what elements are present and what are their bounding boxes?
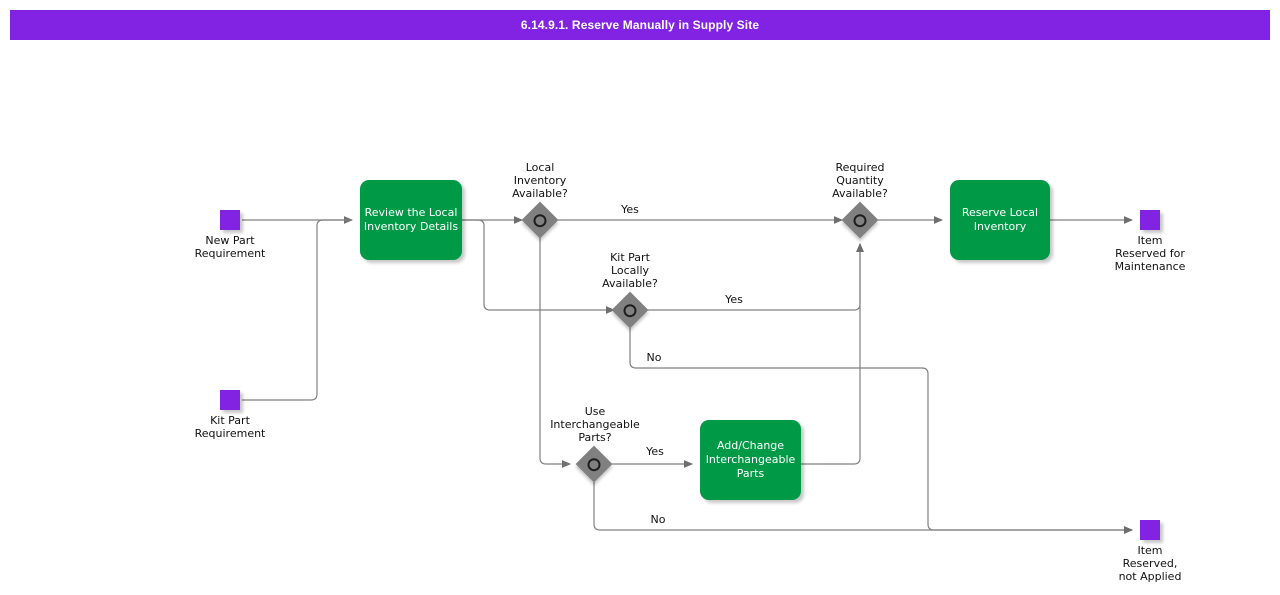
task-reserve-local-inventory[interactable]: Reserve Local Inventory [950,180,1050,260]
start-event-new-part-requirement[interactable] [220,210,240,230]
gateway-inclusive-icon [623,303,637,317]
flow-label-interchangeable-no: No [650,513,666,526]
edge-interchangeable-task-up [801,243,864,465]
flow-label-interchangeable-yes: Yes [646,445,664,458]
gateway-kit-part-locally-available[interactable] [611,291,649,329]
page-title: 6.14.9.1. Reserve Manually in Supply Sit… [10,10,1270,40]
gateway-required-quantity-available[interactable] [841,201,879,239]
end-event-item-reserved-for-maintenance-label: Item Reserved for Maintenance [1114,234,1186,273]
flow-label-kit-part-yes: Yes [725,293,743,306]
gateway-local-inventory-available-label: Local Inventory Available? [512,161,568,200]
start-event-new-part-requirement-label: New Part Requirement [194,234,266,260]
end-event-item-reserved-for-maintenance[interactable] [1140,210,1160,230]
flow-label-local-inventory-yes: Yes [621,203,639,216]
gateway-use-interchangeable-parts[interactable] [575,445,613,483]
gateway-inclusive-icon [533,213,547,227]
end-event-item-reserved-not-applied[interactable] [1140,520,1160,540]
start-event-kit-part-requirement[interactable] [220,390,240,410]
gateway-use-interchangeable-parts-label: Use Interchangeable Parts? [550,405,640,444]
gateway-required-quantity-available-label: Required Quantity Available? [832,161,888,200]
task-review-local-inventory-details[interactable]: Review the Local Inventory Details [360,180,462,260]
gateway-inclusive-icon [587,457,601,471]
start-event-kit-part-requirement-label: Kit Part Requirement [194,414,266,440]
gateway-inclusive-icon [853,213,867,227]
flow-label-kit-part-no: No [646,351,662,364]
gateway-kit-part-locally-available-label: Kit Part Locally Available? [602,251,658,290]
gateway-local-inventory-available[interactable] [521,201,559,239]
end-event-item-reserved-not-applied-label: Item Reserved, not Applied [1118,544,1182,583]
task-add-change-interchangeable-parts[interactable]: Add/Change Interchangeable Parts [700,420,801,500]
